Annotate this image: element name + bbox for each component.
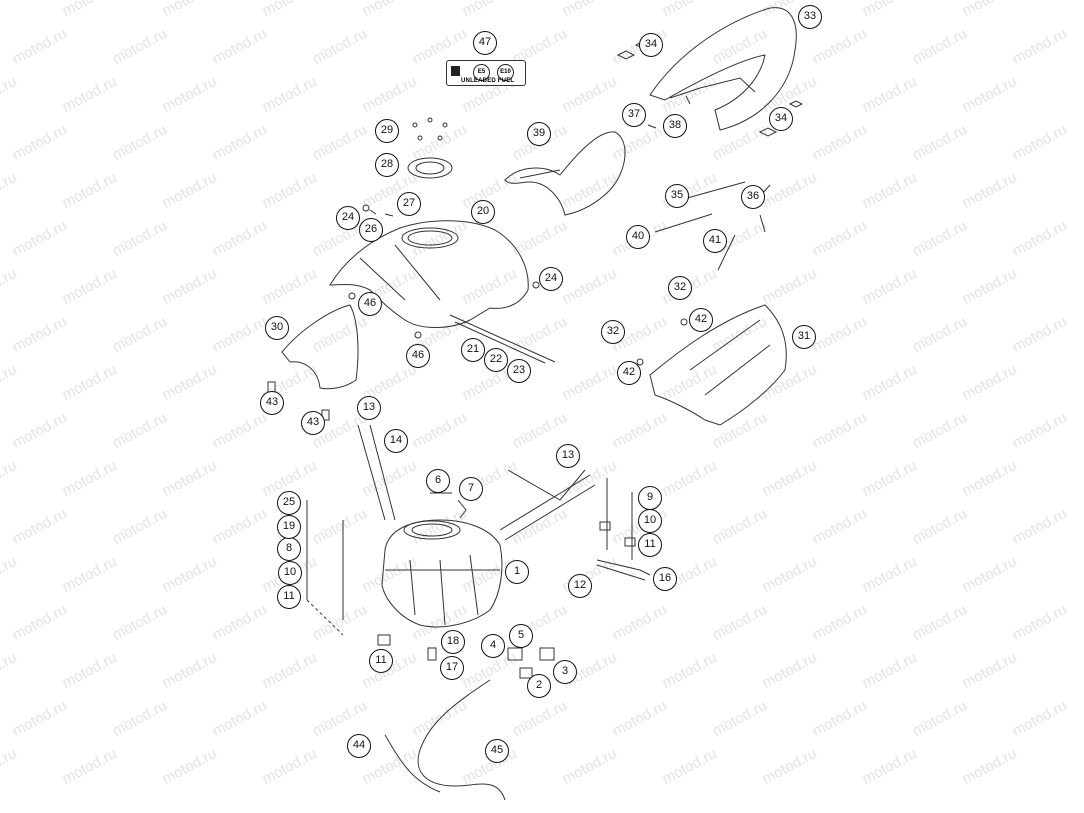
callout-27: 27 xyxy=(397,192,421,216)
mount-bolt-stack-right xyxy=(606,478,633,560)
callout-43: 43 xyxy=(260,391,284,415)
tank-bracket xyxy=(357,424,596,541)
callout-11: 11 xyxy=(638,533,662,557)
fuel-type-sticker: E5 E10 UNLEADED FUEL xyxy=(446,60,526,86)
callout-32: 32 xyxy=(601,320,625,344)
pump-connectors xyxy=(377,634,555,679)
callout-14: 14 xyxy=(384,429,408,453)
callout-20: 20 xyxy=(471,200,495,224)
fuel-pump-icon xyxy=(451,66,460,76)
callout-1: 1 xyxy=(505,560,529,584)
callout-44: 44 xyxy=(347,734,371,758)
callout-22: 22 xyxy=(484,348,508,372)
callout-19: 19 xyxy=(277,515,301,539)
callout-37: 37 xyxy=(622,103,646,127)
callout-35: 35 xyxy=(665,184,689,208)
callout-3: 3 xyxy=(553,660,577,684)
callout-18: 18 xyxy=(441,630,465,654)
tank-cover-fasteners xyxy=(348,204,540,339)
fuel-cap-screws xyxy=(412,117,448,141)
callout-13: 13 xyxy=(556,444,580,468)
callout-7: 7 xyxy=(459,477,483,501)
callout-11: 11 xyxy=(277,585,301,609)
callout-31: 31 xyxy=(792,325,816,349)
callout-10: 10 xyxy=(278,561,302,585)
callout-39: 39 xyxy=(527,122,551,146)
clip-brackets xyxy=(430,492,467,519)
rear-subframe xyxy=(636,304,787,426)
callout-46: 46 xyxy=(358,292,382,316)
callout-26: 26 xyxy=(359,218,383,242)
callout-30: 30 xyxy=(265,316,289,340)
callout-38: 38 xyxy=(663,114,687,138)
callout-34: 34 xyxy=(639,33,663,57)
fuel-cap-ring xyxy=(407,157,453,179)
mount-bolt-set xyxy=(449,314,556,364)
callout-5: 5 xyxy=(509,624,533,648)
screws-37-38 xyxy=(647,95,691,129)
callout-25: 25 xyxy=(277,491,301,515)
callout-40: 40 xyxy=(626,225,650,249)
callout-33: 33 xyxy=(798,5,822,29)
fuel-tank xyxy=(381,519,503,628)
side-cover xyxy=(281,304,359,390)
callout-17: 17 xyxy=(440,656,464,680)
rear-seat-cowl xyxy=(649,7,797,131)
fuel-hose xyxy=(384,679,506,801)
callout-21: 21 xyxy=(461,338,485,362)
callout-4: 4 xyxy=(481,634,505,658)
callout-6: 6 xyxy=(426,469,450,493)
callout-9: 9 xyxy=(638,486,662,510)
callout-29: 29 xyxy=(375,119,399,143)
fuel-sticker-text: UNLEADED FUEL xyxy=(461,78,515,84)
callout-42: 42 xyxy=(689,308,713,332)
callout-10: 10 xyxy=(638,509,662,533)
callout-42: 42 xyxy=(617,361,641,385)
callout-24: 24 xyxy=(539,267,563,291)
callout-8: 8 xyxy=(277,537,301,561)
mount-bolt-stack-left xyxy=(306,500,344,636)
callout-23: 23 xyxy=(507,359,531,383)
callout-16: 16 xyxy=(653,567,677,591)
callout-46: 46 xyxy=(406,344,430,368)
callout-41: 41 xyxy=(703,229,727,253)
callout-11: 11 xyxy=(369,649,393,673)
callout-28: 28 xyxy=(375,153,399,177)
e10-badge: E10 xyxy=(497,64,514,81)
callout-2: 2 xyxy=(527,674,551,698)
callout-45: 45 xyxy=(485,739,509,763)
rear-bracket xyxy=(596,521,651,581)
callout-32: 32 xyxy=(668,276,692,300)
e5-badge: E5 xyxy=(473,64,490,81)
callout-47: 47 xyxy=(473,31,497,55)
side-rods xyxy=(654,181,771,271)
callout-34: 34 xyxy=(769,107,793,131)
callout-24: 24 xyxy=(336,206,360,230)
callout-12: 12 xyxy=(568,574,592,598)
callout-36: 36 xyxy=(741,185,765,209)
callout-13: 13 xyxy=(357,396,381,420)
callout-43: 43 xyxy=(301,411,325,435)
rider-seat xyxy=(504,131,626,216)
